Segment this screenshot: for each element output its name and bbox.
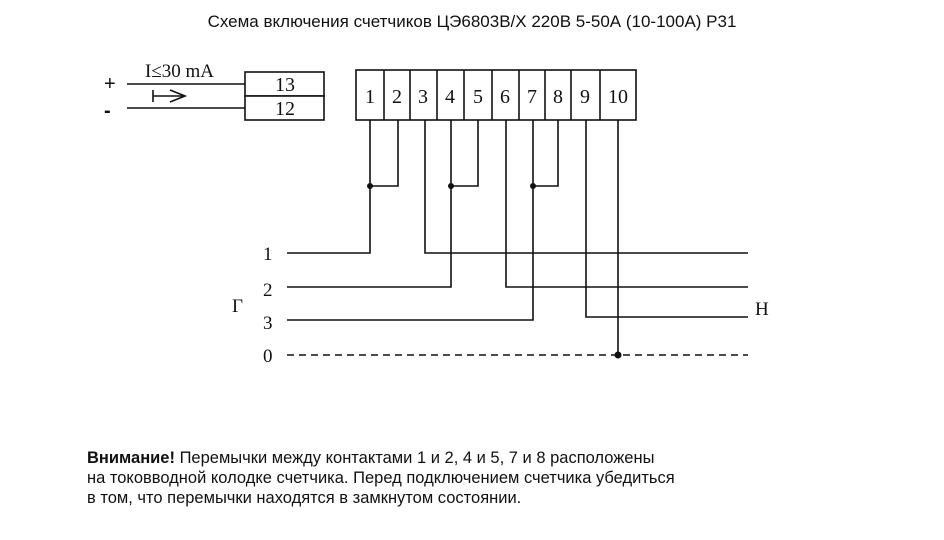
load-label: Н xyxy=(755,299,769,320)
phase-1-out xyxy=(424,120,748,254)
terminal-label: 1 xyxy=(365,86,375,108)
warning-line-1: Перемычки между контактами 1 и 2, 4 и 5,… xyxy=(174,449,655,467)
terminal-label: 10 xyxy=(608,86,628,108)
phase-2-out xyxy=(505,120,748,288)
contact-13-label: 13 xyxy=(275,74,295,96)
contact-13-box xyxy=(244,71,325,97)
phase-2-in xyxy=(287,186,452,288)
terminal-label: 5 xyxy=(473,86,483,108)
jumper-1-2 xyxy=(369,120,399,187)
terminal-label: 6 xyxy=(500,86,510,108)
phase-3-out xyxy=(585,120,748,318)
warning-line-2: на токовводной колодке счетчика. Перед п… xyxy=(87,469,675,487)
terminal-label: 3 xyxy=(418,86,428,108)
generator-label: Г xyxy=(232,296,243,317)
diagram-title: Схема включения счетчиков ЦЭ6803В/Х 220В… xyxy=(207,12,737,31)
current-limit-label: I≤30 mA xyxy=(145,61,214,82)
terminal-label: 7 xyxy=(527,86,537,108)
phase-3-in xyxy=(287,186,534,321)
phase-label-1: 1 xyxy=(263,244,273,265)
junction-dot xyxy=(530,183,536,189)
plus-label: + xyxy=(104,73,116,95)
junction-dot xyxy=(614,351,622,359)
terminal-label: 4 xyxy=(445,86,455,108)
junction-dot xyxy=(448,183,454,189)
neutral-label: 0 xyxy=(263,346,273,367)
phase-label-2: 2 xyxy=(263,280,273,301)
contact-12-label: 12 xyxy=(275,98,295,120)
minus-label: - xyxy=(104,100,111,122)
terminal-label: 8 xyxy=(553,86,563,108)
phase-label-3: 3 xyxy=(263,313,273,334)
phase-1-in xyxy=(287,186,371,254)
terminal-label: 2 xyxy=(392,86,402,108)
contact-12-box xyxy=(244,95,325,121)
warning-note: Внимание! Перемычки между контактами 1 и… xyxy=(87,448,858,508)
warning-heading: Внимание! xyxy=(87,449,175,467)
warning-line-3: в том, что перемычки находятся в замкнут… xyxy=(87,489,522,507)
terminal-block xyxy=(355,69,637,121)
jumper-4-5 xyxy=(450,120,479,187)
terminal-label: 9 xyxy=(580,86,590,108)
jumper-7-8 xyxy=(532,120,559,187)
junction-dot xyxy=(367,183,373,189)
